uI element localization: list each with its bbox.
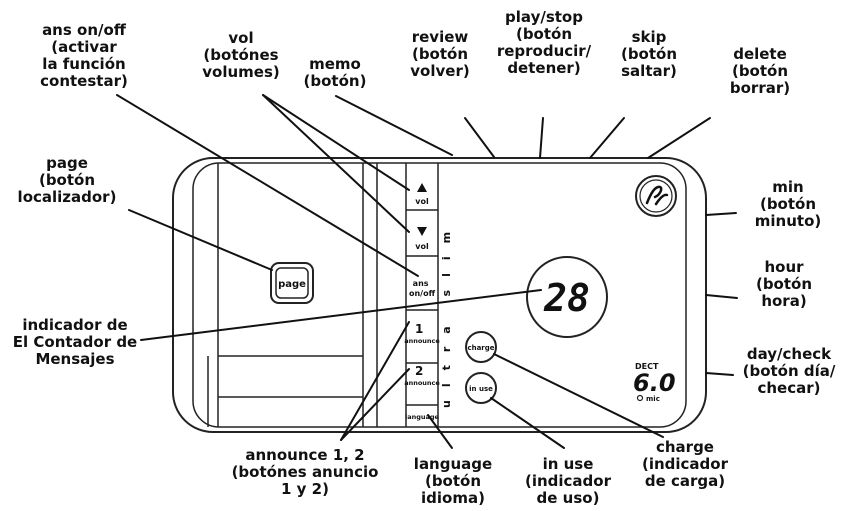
callout-language: language(botón idioma) (413, 455, 493, 507)
dect-value: 6.0 (633, 369, 676, 397)
callout-vol: vol(botónes volumes) (202, 29, 280, 81)
mic-icon (636, 394, 644, 402)
ans-on-off-label: ans on/off (409, 279, 436, 298)
leader-ans (116, 94, 419, 277)
ge-monogram (645, 185, 669, 206)
charge-indicator (465, 331, 497, 363)
vol-up-label: vol (415, 197, 429, 206)
leader-review (464, 117, 495, 158)
mic-label: mic (646, 395, 660, 403)
callout-in-use: in use(indicador de uso) (524, 455, 611, 507)
callout-delete: delete(botón borrar) (729, 45, 791, 97)
page-button[interactable] (270, 262, 314, 304)
callout-charge: charge(indicador de carga) (641, 438, 728, 490)
leader-announce-1 (340, 321, 410, 441)
volume-down-icon (417, 227, 427, 236)
leader-day (705, 372, 734, 376)
ge-logo (635, 175, 677, 217)
callout-day-check: day/check(botón día/ checar) (742, 345, 836, 397)
volume-up-icon (417, 183, 427, 192)
leader-page (128, 209, 273, 271)
leader-delete (647, 117, 711, 159)
message-counter-display (526, 256, 608, 338)
leader-inuse (490, 397, 565, 449)
leader-announce-2 (340, 368, 410, 441)
leader-memo (335, 95, 453, 156)
leader-min (705, 212, 737, 216)
announce1-label: 1 announce (404, 318, 440, 345)
message-count: 28 (543, 276, 590, 320)
leader-hour (705, 294, 738, 299)
in-use-indicator (465, 372, 497, 404)
callout-review: review(botón volver) (410, 28, 470, 80)
device-inner-panel (192, 162, 687, 428)
vol-down-label: vol (415, 242, 429, 251)
announce2-label: 2 announce (404, 360, 440, 387)
dect-label: DECT (635, 362, 659, 371)
leader-play (539, 117, 544, 159)
ultra-slim-text: ultra slim (440, 219, 453, 408)
leader-counter (140, 289, 542, 341)
leader-language (427, 414, 453, 449)
charge-indicator-label: charge (467, 344, 494, 352)
callout-min: min(botón minuto) (754, 178, 822, 230)
leader-skip (589, 117, 625, 159)
leader-vol-2 (262, 94, 410, 233)
language-button-label: language (405, 413, 440, 421)
page-button-label: page (278, 279, 306, 290)
callout-page: page(botón localizador) (17, 154, 117, 206)
leader-charge (493, 353, 664, 438)
in-use-indicator-label: in use (469, 385, 493, 393)
callout-announce: announce 1, 2(botónes anuncio 1 y 2) (231, 446, 379, 498)
callout-play-stop: play/stop(botón reproducir/detener) (496, 8, 592, 77)
leader-vol-1 (262, 94, 410, 191)
callout-hour: hour(botón hora) (755, 258, 813, 310)
callout-memo: memo(botón) (303, 55, 367, 90)
callout-skip: skip(botón saltar) (620, 28, 678, 80)
